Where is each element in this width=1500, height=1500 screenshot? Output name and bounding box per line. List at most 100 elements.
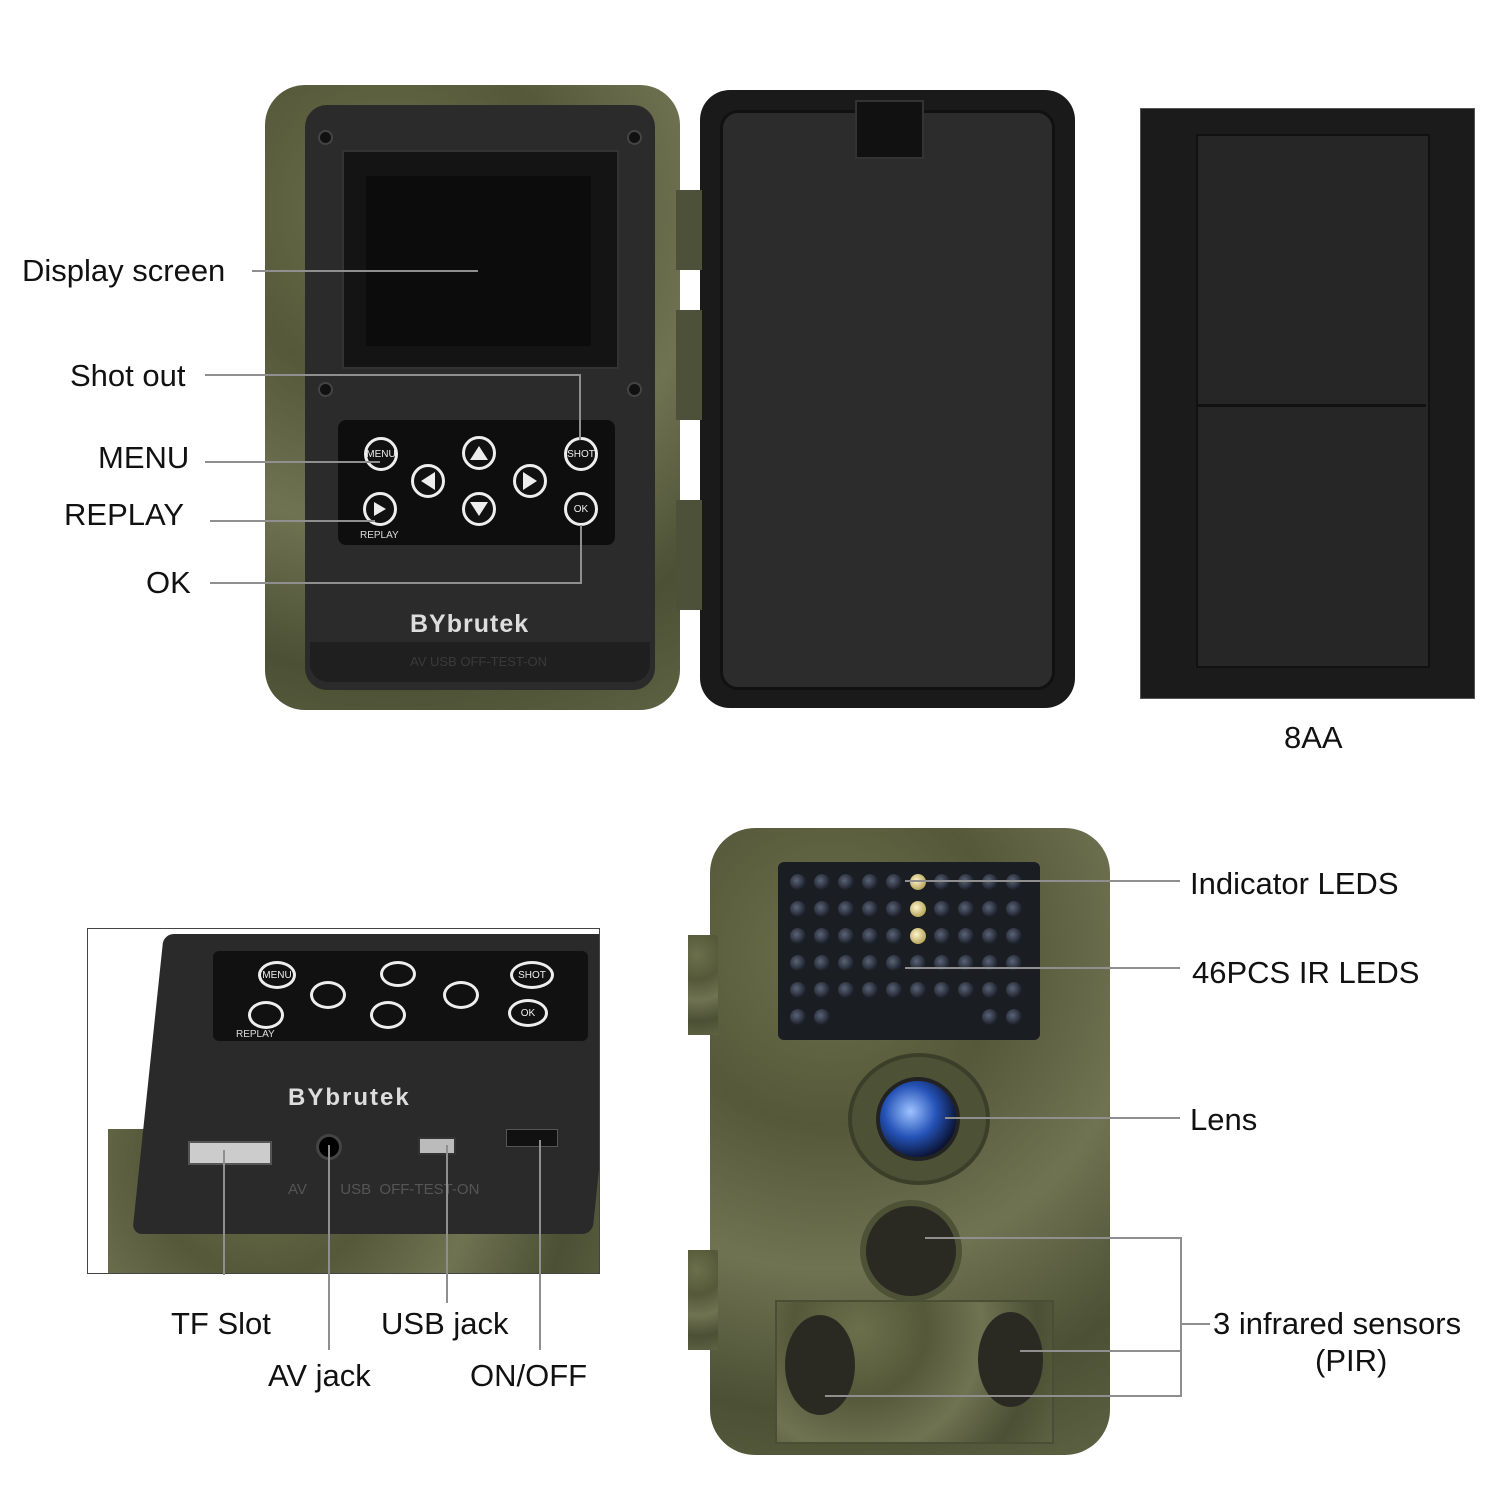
leader-line bbox=[905, 880, 1180, 882]
indicator-led bbox=[910, 901, 926, 917]
indicator-led bbox=[910, 928, 926, 944]
ir-led bbox=[934, 928, 950, 944]
ir-led bbox=[1006, 874, 1022, 890]
ir-led bbox=[790, 955, 806, 971]
callout-shot-out: Shot out bbox=[70, 358, 186, 393]
ir-led bbox=[814, 874, 830, 890]
leader-line bbox=[210, 582, 582, 584]
side-replay-button[interactable] bbox=[248, 1001, 284, 1029]
ir-led bbox=[838, 982, 854, 998]
ir-led bbox=[886, 928, 902, 944]
ir-led bbox=[886, 901, 902, 917]
ir-led bbox=[982, 1009, 998, 1025]
ir-led bbox=[838, 928, 854, 944]
side-ok-button[interactable]: OK bbox=[508, 999, 548, 1027]
replay-key-label: REPLAY bbox=[360, 530, 399, 541]
leader-line bbox=[252, 270, 478, 272]
ir-led bbox=[982, 982, 998, 998]
screw bbox=[627, 382, 642, 397]
ir-led bbox=[934, 982, 950, 998]
camera-lid bbox=[700, 90, 1075, 708]
side-shot-button[interactable]: SHOT bbox=[510, 961, 554, 989]
ir-led bbox=[1006, 928, 1022, 944]
ir-led bbox=[814, 1009, 830, 1025]
right-button[interactable] bbox=[513, 464, 547, 498]
ok-button[interactable]: OK bbox=[564, 492, 598, 526]
callout-lens: Lens bbox=[1190, 1102, 1258, 1137]
callout-display-screen: Display screen bbox=[22, 253, 226, 288]
ir-led bbox=[1006, 982, 1022, 998]
ir-led bbox=[982, 928, 998, 944]
down-button[interactable] bbox=[462, 492, 496, 526]
hinge bbox=[676, 500, 702, 610]
menu-button[interactable]: MENU bbox=[364, 437, 398, 471]
side-down-button[interactable] bbox=[370, 1001, 406, 1029]
leader-line bbox=[205, 374, 581, 376]
ir-led bbox=[886, 955, 902, 971]
side-port-labels: AV USB OFF-TEST-ON bbox=[288, 1181, 480, 1198]
callout-av-jack: AV jack bbox=[268, 1358, 371, 1393]
leader-line bbox=[205, 461, 380, 463]
callout-replay: REPLAY bbox=[64, 497, 185, 532]
ir-led bbox=[862, 982, 878, 998]
ir-led bbox=[862, 901, 878, 917]
ir-led bbox=[814, 982, 830, 998]
ir-led bbox=[862, 928, 878, 944]
ir-led bbox=[838, 901, 854, 917]
ir-led bbox=[982, 901, 998, 917]
lens bbox=[876, 1077, 960, 1161]
shot-button[interactable]: SHOT bbox=[564, 437, 598, 471]
leader-line bbox=[825, 1395, 1181, 1397]
pir-sensor-right bbox=[978, 1312, 1043, 1407]
side-replay-label: REPLAY bbox=[236, 1029, 275, 1040]
callout-ir-leds: 46PCS IR LEDS bbox=[1192, 955, 1420, 990]
ir-led bbox=[790, 982, 806, 998]
callout-menu: MENU bbox=[98, 440, 190, 475]
ir-led bbox=[862, 955, 878, 971]
ir-led bbox=[1006, 1009, 1022, 1025]
callout-pir-sensors: 3 infrared sensors bbox=[1213, 1306, 1462, 1341]
leader-line bbox=[945, 1117, 1180, 1119]
leader-line bbox=[223, 1150, 225, 1275]
callout-pir: (PIR) bbox=[1315, 1343, 1388, 1378]
brand-logo: BYbrutek bbox=[410, 610, 530, 638]
strap-tab bbox=[688, 1250, 718, 1350]
ir-led bbox=[790, 928, 806, 944]
side-right-button[interactable] bbox=[443, 981, 479, 1009]
hinge bbox=[676, 190, 702, 270]
ir-led bbox=[910, 982, 926, 998]
display-screen bbox=[342, 150, 619, 369]
ir-led bbox=[1006, 901, 1022, 917]
up-button[interactable] bbox=[462, 436, 496, 470]
leader-line bbox=[905, 967, 1180, 969]
leader-line bbox=[446, 1145, 448, 1303]
leader-line bbox=[1020, 1350, 1181, 1352]
side-menu-button[interactable]: MENU bbox=[258, 961, 296, 989]
on-off-switch[interactable] bbox=[506, 1129, 558, 1147]
leader-line bbox=[925, 1237, 1181, 1239]
screw bbox=[318, 130, 333, 145]
leader-line bbox=[539, 1140, 541, 1350]
ir-led bbox=[958, 874, 974, 890]
usb-jack[interactable] bbox=[418, 1137, 456, 1155]
callout-usb-jack: USB jack bbox=[381, 1306, 509, 1341]
ir-led bbox=[862, 874, 878, 890]
ir-led bbox=[958, 901, 974, 917]
port-cover: AV USB OFF-TEST-ON bbox=[310, 642, 650, 682]
tf-slot[interactable] bbox=[188, 1141, 272, 1165]
ir-led bbox=[982, 874, 998, 890]
indicator-led bbox=[910, 874, 926, 890]
battery-caption: 8AA bbox=[1284, 720, 1343, 755]
ir-led bbox=[838, 874, 854, 890]
leader-line bbox=[580, 525, 582, 583]
callout-indicator-leds: Indicator LEDS bbox=[1190, 866, 1399, 901]
leader-line bbox=[328, 1145, 330, 1350]
leader-line bbox=[1180, 1323, 1210, 1325]
left-button[interactable] bbox=[411, 464, 445, 498]
ir-led-panel bbox=[778, 862, 1040, 1040]
side-up-button[interactable] bbox=[380, 961, 416, 987]
side-left-button[interactable] bbox=[310, 981, 346, 1009]
callout-on-off: ON/OFF bbox=[470, 1358, 588, 1393]
callout-tf-slot: TF Slot bbox=[171, 1306, 271, 1341]
